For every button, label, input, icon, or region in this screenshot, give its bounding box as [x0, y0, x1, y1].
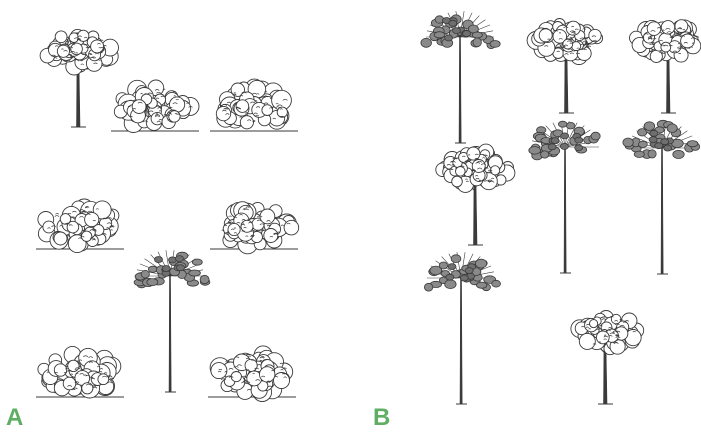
palm-tree: [423, 252, 501, 405]
panel-label-a: A: [6, 404, 24, 431]
broadleaf-tree: [570, 310, 645, 405]
palm-tree: [622, 119, 701, 275]
shrub: [208, 345, 296, 402]
shrub: [36, 345, 124, 399]
broadleaf-tree: [629, 19, 701, 114]
broadleaf-tree: [435, 143, 516, 246]
shrub: [210, 201, 300, 255]
palm-tree: [528, 120, 601, 274]
broadleaf-tree: [39, 28, 119, 128]
palm-tree: [420, 11, 501, 144]
shrub: [210, 78, 298, 132]
shrub: [111, 79, 200, 133]
panel-a: [36, 28, 300, 402]
panel-b: [420, 11, 701, 405]
panel-label-b: B: [373, 404, 391, 431]
palm-tree: [133, 250, 211, 393]
broadleaf-tree: [526, 18, 604, 114]
shrub: [36, 198, 124, 254]
